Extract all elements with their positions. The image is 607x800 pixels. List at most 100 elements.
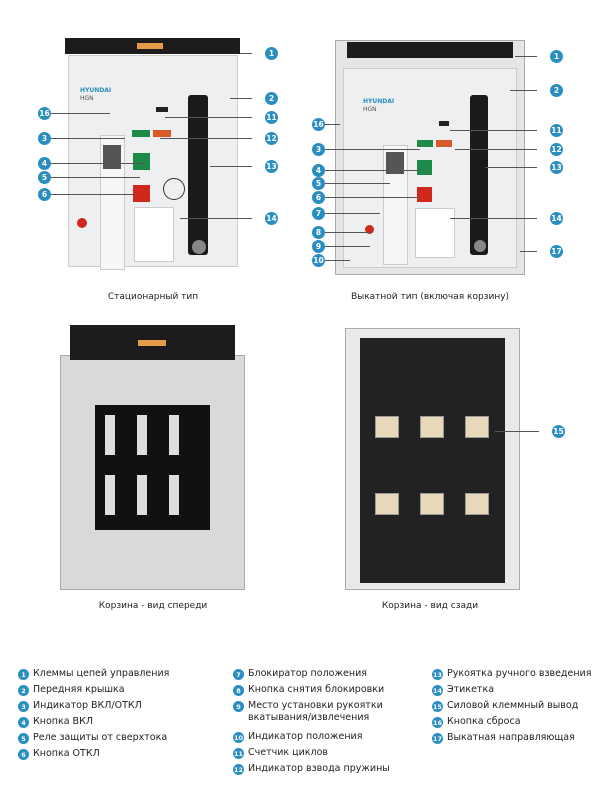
callout-badge: 12 (550, 143, 563, 156)
callout-leader-line (325, 124, 340, 125)
callout-leader-line (450, 130, 537, 131)
model-label: HGN (363, 106, 377, 113)
callout-badge: 12 (265, 132, 278, 145)
legend-text: Выкатная направляющая (447, 732, 575, 743)
callout-badge: 5 (38, 171, 51, 184)
callout-leader-line (230, 98, 252, 99)
legend-text: Реле защиты от сверхтока (33, 732, 168, 743)
legend-number-badge: 11 (233, 748, 244, 759)
callout-leader-line (51, 113, 110, 114)
legend-text: Индикатор ВКЛ/ОТКЛ (33, 700, 142, 711)
callout-badge: 1 (550, 50, 563, 63)
callout-leader-line (325, 213, 380, 214)
legend-text: Кнопка сброса (447, 716, 521, 727)
callout-leader-line (325, 197, 420, 198)
caption-withdrawable: Выкатной тип (включая корзину) (350, 292, 510, 302)
cradle-front-illustration (60, 325, 245, 590)
callout-leader-line (325, 170, 420, 171)
legend-text: Блокиратор положения (248, 668, 367, 679)
callout-badge: 3 (38, 132, 51, 145)
callout-leader-line (51, 138, 125, 139)
callout-leader-line (180, 218, 252, 219)
on-button[interactable] (133, 153, 150, 170)
brand-logo: HYUNDAI (363, 98, 395, 105)
power-terminal (375, 493, 399, 515)
callout-leader-line (165, 117, 252, 118)
callout-leader-line (510, 90, 537, 91)
callout-badge: 16 (312, 118, 325, 131)
callout-leader-line (515, 56, 537, 57)
callout-badge: 14 (550, 212, 563, 225)
callout-leader-line (325, 260, 350, 261)
power-terminal (420, 493, 444, 515)
withdrawable-breaker-illustration: HYUNDAI HGN (335, 40, 525, 275)
callout-leader-line (455, 149, 537, 150)
legend-number-badge: 15 (432, 701, 443, 712)
legend-text: Счетчик циклов (248, 747, 329, 758)
legend-text: Клеммы цепей управления (33, 668, 170, 679)
callout-badge: 8 (312, 226, 325, 239)
callout-badge: 13 (265, 160, 278, 173)
callout-leader-line (450, 218, 537, 219)
legend-number-badge: 13 (432, 669, 443, 680)
legend-item: 16 Кнопка сброса (432, 716, 521, 728)
caption-cradle-front: Корзина - вид спереди (98, 601, 208, 611)
off-button[interactable] (133, 185, 150, 202)
legend-number-badge: 5 (18, 733, 29, 744)
on-button[interactable] (417, 160, 432, 175)
cradle-rear-illustration (345, 328, 520, 590)
legend-number-badge: 7 (233, 669, 244, 680)
callout-badge: 15 (552, 425, 565, 438)
legend-text: Индикатор положения (248, 731, 363, 742)
legend-number-badge: 9 (233, 701, 244, 712)
callout-leader-line (325, 149, 420, 150)
callout-leader-line (51, 177, 140, 178)
legend-number-badge: 14 (432, 685, 443, 696)
callout-leader-line (51, 194, 135, 195)
control-terminals (347, 42, 513, 58)
callout-badge: 11 (265, 111, 278, 124)
legend-text: Рукоятка ручного взведения (447, 668, 592, 679)
legend-number-badge: 8 (233, 685, 244, 696)
callout-badge: 17 (550, 245, 563, 258)
callout-badge: 5 (312, 177, 325, 190)
legend-number-badge: 1 (18, 669, 29, 680)
callout-badge: 6 (38, 188, 51, 201)
brand-logo: HYUNDAI (80, 87, 112, 94)
power-terminal (420, 416, 444, 438)
charging-handle[interactable] (470, 95, 488, 255)
callout-badge: 9 (312, 240, 325, 253)
callout-badge: 2 (550, 84, 563, 97)
callout-leader-line (240, 53, 252, 54)
caption-cradle-rear: Корзина - вид сзади (381, 601, 479, 611)
callout-badge: 7 (312, 207, 325, 220)
power-terminal (375, 416, 399, 438)
fixed-breaker-illustration: HYUNDAI HGN (60, 35, 245, 275)
callout-badge: 14 (265, 212, 278, 225)
callout-badge: 4 (312, 164, 325, 177)
callout-leader-line (51, 163, 145, 164)
callout-leader-line (325, 183, 390, 184)
charging-handle[interactable] (188, 95, 208, 255)
callout-badge: 2 (265, 92, 278, 105)
model-label: HGN (80, 95, 94, 102)
off-button[interactable] (417, 187, 432, 202)
callout-badge: 13 (550, 161, 563, 174)
legend-number-badge: 6 (18, 749, 29, 760)
power-terminal (465, 416, 489, 438)
reset-button[interactable] (77, 218, 87, 228)
caption-fixed: Стационарный тип (107, 292, 199, 302)
legend-number-badge: 12 (233, 764, 244, 775)
callout-badge: 11 (550, 124, 563, 137)
legend-item: 5 Реле защиты от сверхтока (18, 732, 167, 744)
legend-number-badge: 16 (432, 717, 443, 728)
callout-leader-line (485, 167, 537, 168)
